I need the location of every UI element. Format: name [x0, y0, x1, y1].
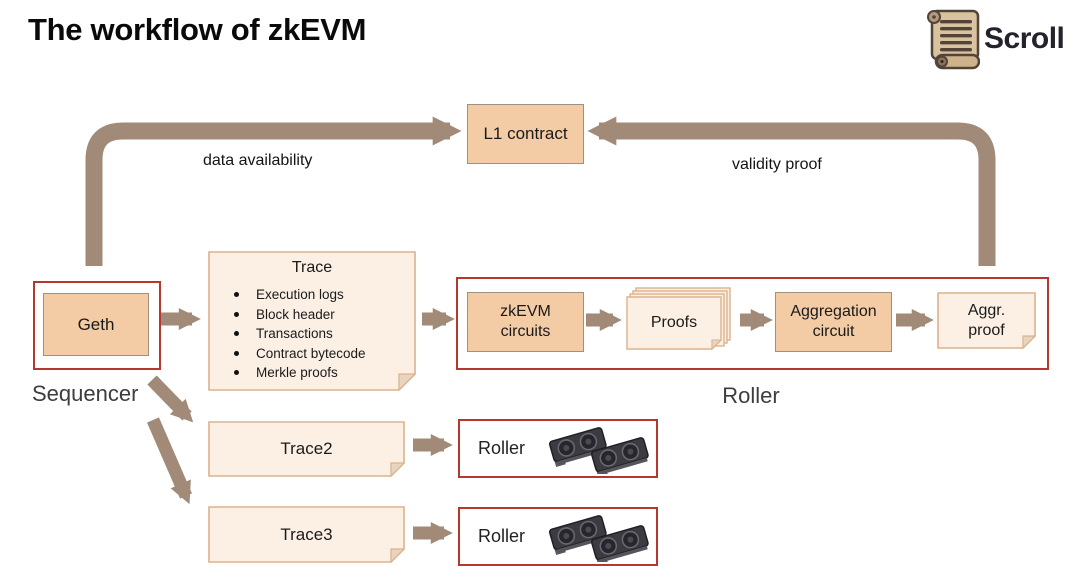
l1-contract-label: L1 contract	[483, 124, 568, 143]
trace2-label: Trace2	[280, 439, 333, 458]
trace3-label: Trace3	[280, 524, 333, 544]
sequencer-to-trace2-arrow	[147, 375, 194, 423]
aggr-proof-shape	[937, 292, 1036, 349]
aggr-proof-label: Aggr. proof	[967, 301, 1006, 339]
roller1-label: Roller	[478, 438, 526, 458]
zkevm-circuits-box: zkEVM circuits	[467, 292, 584, 352]
roller-gpu-box-1: Roller	[458, 419, 658, 478]
aggregation-circuit-line1: Aggregation	[790, 303, 877, 320]
roller-section-label: Roller	[722, 383, 780, 408]
bullet-icon	[234, 370, 239, 376]
proofs-stack: Proofs	[626, 287, 732, 351]
proofs-stack-shape	[626, 287, 731, 351]
trace-item: Merkle proofs	[234, 363, 366, 383]
scroll-logo: Scroll	[922, 8, 1072, 70]
trace3-note: Trace3	[208, 506, 405, 563]
zkevm-circuits-line1: zkEVM	[500, 303, 551, 320]
geth-box: Geth	[43, 293, 149, 356]
bullet-icon	[234, 311, 239, 317]
trace3-shape	[208, 506, 405, 563]
page-title: The workflow of zkEVM	[28, 12, 367, 47]
data-availability-label: data availability	[203, 152, 313, 169]
sequencer-label: Sequencer	[32, 381, 139, 406]
aggr-proof-note: Aggr. proof	[937, 292, 1036, 349]
validity-proof-label: validity proof	[732, 156, 822, 173]
validity-proof-arrow	[587, 116, 996, 266]
scroll-parchment-icon	[922, 8, 980, 70]
roller-gpu-box-2: Roller	[458, 507, 658, 566]
bullet-icon	[234, 331, 239, 337]
roller2-label: Roller	[478, 526, 526, 546]
trace-item: Contract bytecode	[234, 344, 366, 364]
trace-item: Transactions	[234, 324, 366, 344]
roller-frame	[456, 277, 1049, 370]
aggregation-circuit-box: Aggregation circuit	[775, 292, 892, 352]
trace-item: Execution logs	[234, 285, 366, 305]
bullet-icon	[234, 350, 239, 356]
geth-label: Geth	[77, 314, 115, 334]
trace-title: Trace	[291, 259, 333, 276]
dual-gpu-icon	[545, 514, 653, 562]
brand-wordmark: Scroll	[984, 22, 1065, 55]
trace-item-list: Execution logs Block header Transactions…	[234, 285, 366, 383]
trace-item: Block header	[234, 305, 366, 325]
trace-note-shape	[208, 251, 416, 391]
dual-gpu-icon	[545, 426, 653, 474]
aggregation-circuit-line2: circuit	[812, 323, 855, 340]
trace2-note: Trace2	[208, 421, 405, 477]
l1-contract-box: L1 contract	[467, 104, 584, 164]
trace2-shape	[208, 421, 405, 477]
zkevm-circuits-line2: circuits	[500, 323, 551, 340]
trace-note: Trace Execution logs Block header Transa…	[208, 251, 416, 391]
proofs-label: Proofs	[650, 314, 698, 331]
bullet-icon	[234, 292, 239, 298]
sequencer-to-trace3-arrow	[147, 417, 192, 505]
